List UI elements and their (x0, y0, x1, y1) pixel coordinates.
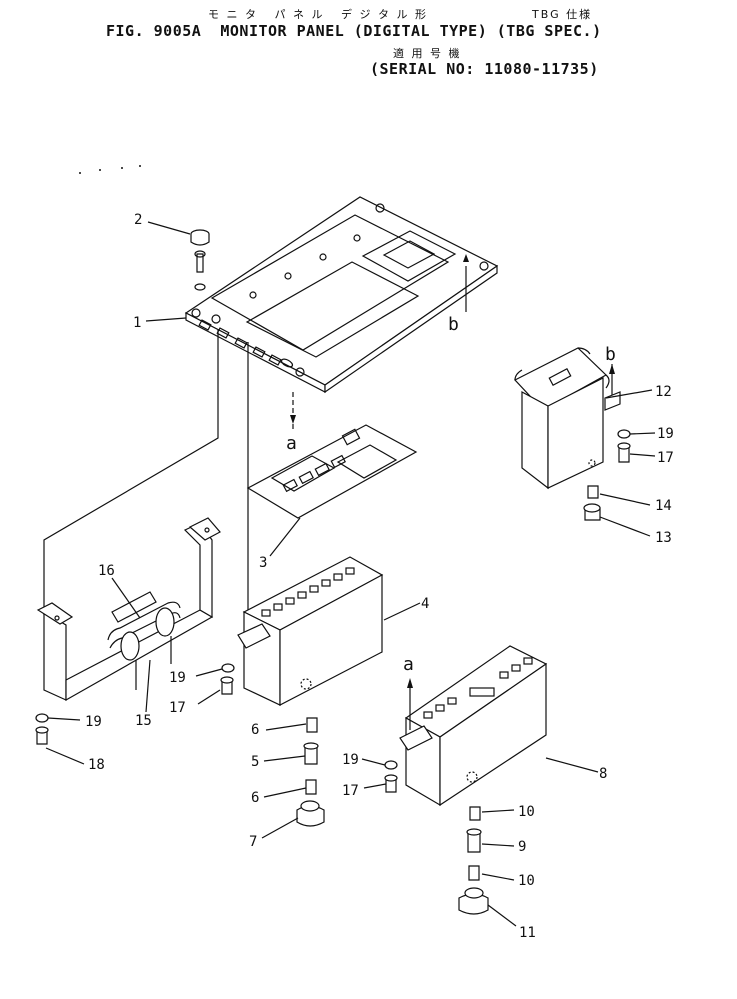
serial-japanese: 適 用 号 機 (393, 47, 462, 60)
washers-bolts (35, 429, 631, 915)
serial-range: (SERIAL NO: 11080-11735) (370, 60, 599, 78)
callout-10a: 10 (518, 804, 535, 820)
callout-10b: 10 (518, 873, 535, 889)
ref-b-arrow-cover (463, 254, 469, 312)
callout-9: 9 (518, 839, 526, 855)
callout-leaders (45, 221, 656, 927)
bracket (36, 517, 221, 702)
ref-b-box: b (605, 344, 616, 365)
title-japanese: モ ニ タ パ ネ ル デ ジ タ ル 形 (208, 8, 428, 21)
callout-19a: 19 (169, 670, 186, 686)
callout-1: 1 (133, 315, 141, 331)
ref-a-lower: a (403, 654, 414, 675)
callout-5: 5 (251, 754, 259, 770)
callout-3: 3 (259, 555, 267, 571)
cap-and-screw (190, 229, 210, 291)
callout-13: 13 (655, 530, 672, 546)
callout-12: 12 (655, 384, 672, 400)
monitor-panel-cover (184, 196, 499, 394)
callout-19b: 19 (85, 714, 102, 730)
ref-b-cover: b (448, 314, 459, 335)
callout-17b: 17 (342, 783, 359, 799)
callout-18: 18 (88, 757, 105, 773)
ref-a-arrow-cover (290, 392, 296, 432)
callout-16: 16 (98, 563, 115, 579)
callout-6b: 6 (251, 790, 259, 806)
callout-4: 4 (421, 596, 429, 612)
callout-14: 14 (655, 498, 672, 514)
callout-7: 7 (249, 834, 257, 850)
reference-letters: a a b b (286, 314, 616, 675)
callout-labels: 1 2 3 4 5 6 6 7 8 9 10 10 11 12 13 14 15… (85, 212, 674, 941)
box-12 (514, 347, 621, 490)
figure-title: FIG. 9005A MONITOR PANEL (DIGITAL TYPE) … (106, 22, 602, 40)
callout-6a: 6 (251, 722, 259, 738)
callout-19c: 19 (342, 752, 359, 768)
callout-11: 11 (519, 925, 536, 941)
monitor-unit-4 (237, 556, 384, 706)
switch-plate (246, 424, 418, 519)
callout-17c: 17 (657, 450, 674, 466)
callout-17a: 17 (169, 700, 186, 716)
callout-19d: 19 (657, 426, 674, 442)
monitor-unit-8 (399, 645, 548, 807)
callout-8: 8 (599, 766, 607, 782)
scan-specks (79, 165, 141, 174)
spec-japanese: TBG 仕様 (532, 8, 593, 21)
callout-15: 15 (135, 713, 152, 729)
callout-2: 2 (134, 212, 142, 228)
assembly-leaders (43, 330, 249, 630)
ref-a-upper: a (286, 433, 297, 454)
